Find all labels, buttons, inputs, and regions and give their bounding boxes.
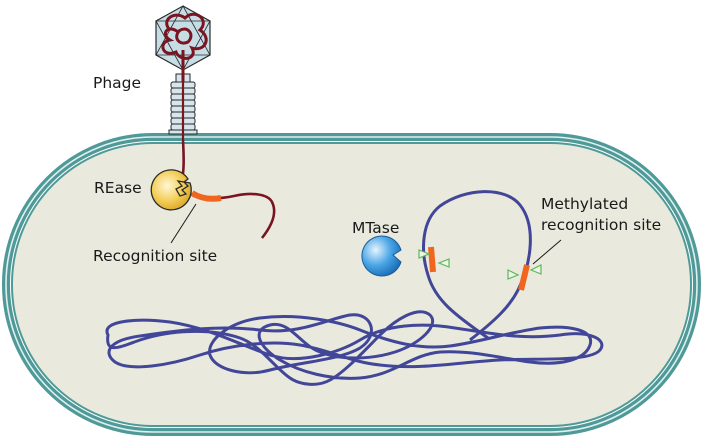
methylated-site-2 (507, 264, 542, 291)
label-methylated-line2: recognition site (541, 216, 661, 234)
phage (155, 5, 211, 140)
phage-genome-packed (161, 12, 208, 82)
methyl-marker-icon (507, 269, 520, 280)
label-recognition-site: Recognition site (93, 247, 217, 265)
recognition-site-pointer (170, 203, 197, 244)
methylated-site-pointer (532, 239, 562, 265)
methylated-site-1 (418, 246, 450, 273)
mtase-enzyme (361, 235, 402, 277)
methyl-marker-icon (437, 258, 450, 268)
label-rease: REase (94, 179, 142, 197)
label-mtase: MTase (352, 219, 399, 237)
methyl-marker-icon (418, 249, 431, 259)
label-phage: Phage (93, 74, 141, 92)
host-dna-loop (422, 190, 532, 342)
label-methylated-line1: Methylated (541, 195, 628, 213)
bacterial-cell (2, 133, 701, 436)
cell-wall-highlight (5, 136, 698, 433)
cytoplasm (11, 142, 692, 427)
methyl-marker-icon (529, 264, 542, 275)
rease-enzyme (150, 169, 192, 211)
recognition-site-unmethylated (190, 190, 222, 202)
host-chromosome (105, 310, 604, 386)
